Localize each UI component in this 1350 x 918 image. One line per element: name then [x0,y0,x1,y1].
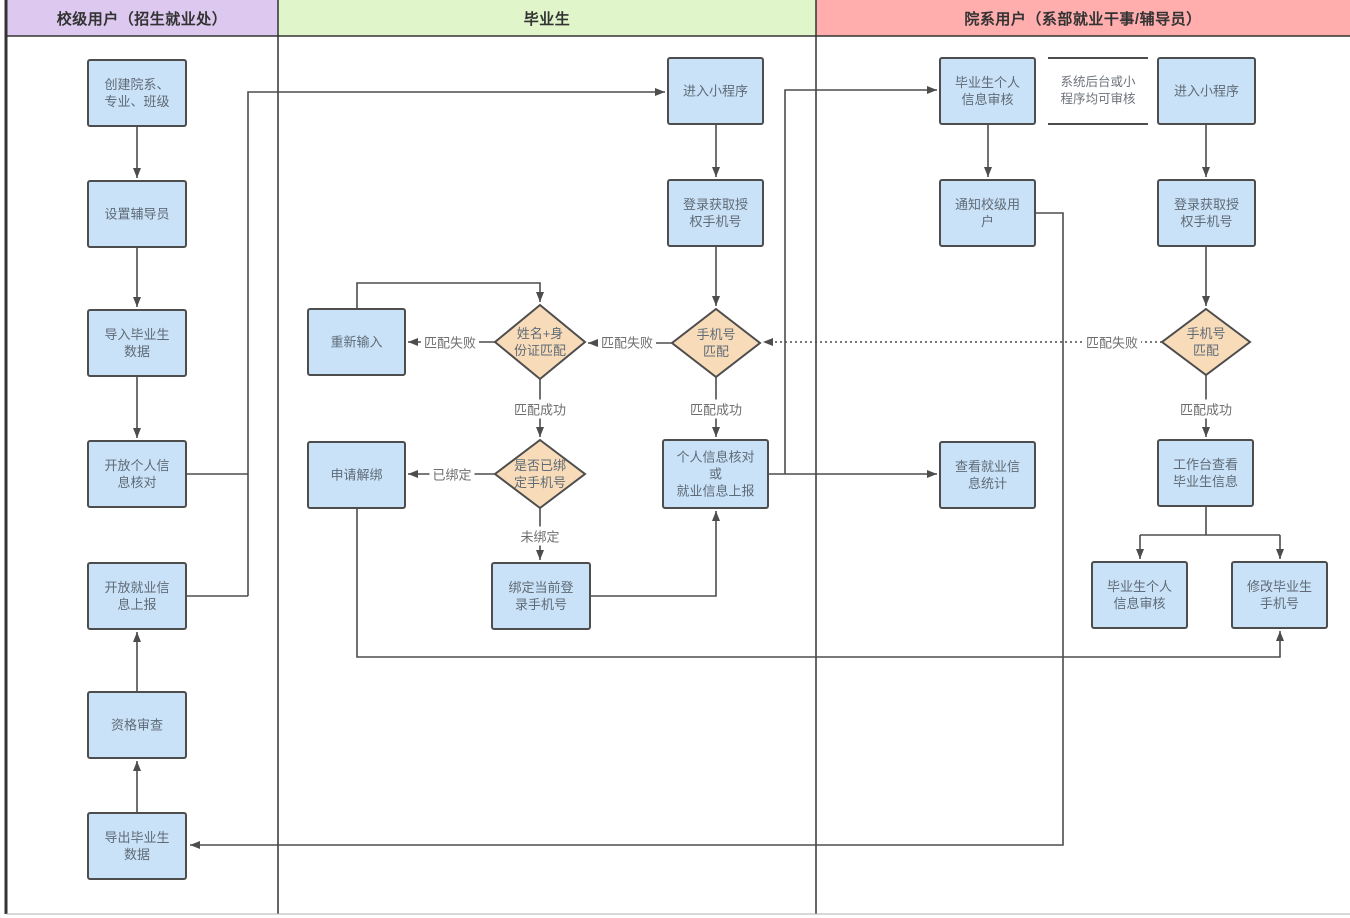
node-open-employment-report [87,562,187,630]
node-notify-school-user [939,179,1036,247]
lane-header-school: 校级用户（招生就业处） [6,0,278,36]
node-apply-unbind [307,441,406,509]
edge-unbind-to-modify-phone [356,508,1284,658]
node-grad-info-review-2 [1091,561,1188,629]
edge-junction-to-enter [247,88,665,596]
node-bind-current-phone [491,562,591,630]
node-open-personal-info-check [87,440,187,508]
lane-header-department: 院系用户（系部就业干事/辅导员） [816,0,1350,36]
node-modify-grad-phone [1231,561,1328,629]
node-bound-check [493,438,587,510]
node-enter-miniprogram-dept [1157,57,1256,125]
node-phone-match [670,307,762,379]
node-view-employment-stats [939,441,1036,509]
node-import-graduate-data [87,309,187,377]
node-re-enter [307,308,406,376]
node-phone-match-dept [1160,307,1252,377]
node-grad-info-review [939,57,1036,125]
node-info-check-or-report [662,439,769,509]
node-login-auth-phone-dept [1157,179,1256,247]
lane-header-graduate: 毕业生 [278,0,816,36]
node-login-auth-phone [667,179,764,247]
node-workbench-view-grad-info [1157,439,1254,507]
node-create-structure [87,59,187,127]
edge-info-check-to-review [784,86,937,474]
edge-re-enter-retry [356,282,544,309]
edge-bind-to-info-check [590,511,720,597]
node-set-counselor [87,180,187,248]
node-export-graduate-data [87,812,187,880]
node-name-id-match [493,303,587,381]
node-qualification-review [87,691,187,759]
edge-notify-to-export [190,212,1064,849]
node-enter-miniprogram [667,57,764,125]
